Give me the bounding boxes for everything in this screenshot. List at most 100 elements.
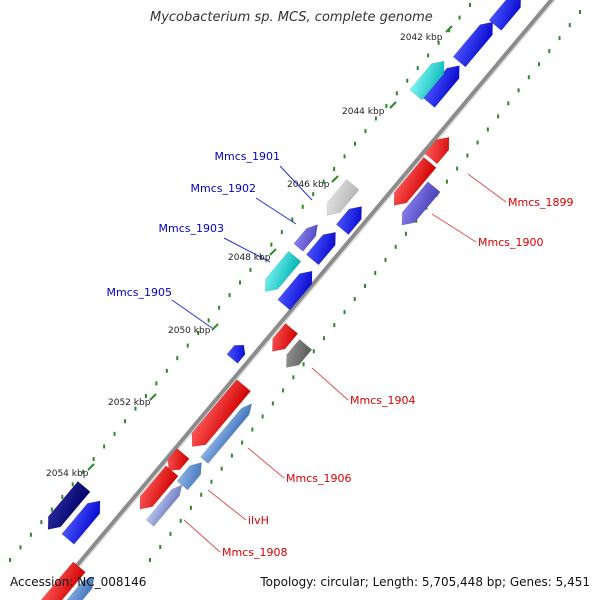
tick-mark-outer (189, 505, 192, 510)
tick-mark-inner (176, 356, 179, 361)
scale-label: 2048 kbp (228, 253, 271, 263)
gene-label: Mmcs_1906 (286, 472, 351, 485)
gene-arrow (326, 179, 360, 216)
gene-arrow (145, 484, 183, 527)
tick-mark-outer (466, 153, 469, 158)
tick-mark-outer (456, 166, 459, 171)
tick-mark-outer (200, 492, 203, 497)
tick-mark-inner (134, 406, 137, 411)
tick-mark-outer (415, 218, 418, 223)
gene-arrow (305, 231, 336, 266)
tick-mark-outer (230, 453, 233, 458)
tick-mark-outer (517, 88, 520, 93)
tick-mark-outer (507, 101, 510, 106)
tick-mark-inner (427, 53, 430, 58)
label-leader-line (311, 367, 349, 401)
gene-arrow (56, 576, 95, 600)
tick-mark-inner (354, 141, 356, 146)
tick-mark-inner (218, 305, 221, 310)
scale-tick (87, 463, 95, 471)
gene-arrow (61, 500, 101, 545)
backbone-line (46, 0, 554, 600)
tick-mark-inner (301, 204, 304, 209)
label-leader-line (247, 447, 285, 479)
tick-mark-outer (179, 518, 182, 523)
gene-arrow (452, 21, 493, 68)
tick-mark-outer (261, 414, 264, 419)
backbone-highlight (51, 0, 556, 600)
label-leader-line (467, 173, 507, 203)
scale-label: 2052 kbp (108, 398, 151, 408)
scale-tick (269, 248, 277, 256)
gene-label: Mmcs_1908 (222, 546, 287, 559)
tick-mark-outer (241, 440, 244, 445)
tick-mark-outer (302, 362, 305, 367)
gene-arrow (226, 344, 246, 364)
tick-mark-inner (197, 330, 200, 335)
gene-arrow (200, 403, 253, 464)
tick-mark-inner (92, 457, 95, 462)
tick-mark-outer (169, 531, 172, 536)
tick-mark-inner (291, 217, 294, 222)
tick-mark-inner (416, 66, 419, 71)
tick-mark-inner (9, 558, 11, 562)
tick-mark-outer (486, 127, 489, 132)
gene-arrow (401, 181, 441, 226)
tick-mark-outer (579, 10, 581, 14)
tick-mark-inner (155, 381, 158, 386)
gene-label: Mmcs_1905 (107, 286, 172, 299)
gene-arrow (409, 60, 445, 101)
tick-mark-inner (343, 154, 346, 159)
gene-label: Mmcs_1903 (159, 222, 224, 235)
tick-mark-inner (19, 545, 22, 550)
tick-mark-outer (394, 244, 397, 249)
gene-label: Mmcs_1901 (215, 150, 280, 163)
tick-marks (9, 3, 581, 562)
tick-mark-inner (113, 431, 116, 436)
tick-mark-inner (239, 280, 241, 285)
tick-mark-outer (364, 284, 366, 288)
tick-mark-inner (385, 103, 388, 108)
scale-label: 2044 kbp (342, 107, 385, 117)
gene-label: ilvH (248, 514, 269, 527)
gene-arrow (191, 379, 251, 447)
tick-mark-inner (270, 242, 273, 247)
gene-arrow (393, 157, 437, 206)
tick-mark-inner (406, 78, 409, 83)
gene-label: Mmcs_1900 (478, 236, 543, 249)
tick-mark-outer (159, 544, 162, 549)
tick-mark-outer (353, 297, 356, 302)
gene-arrow (264, 250, 302, 292)
tick-mark-inner (103, 444, 106, 449)
accession-text: Accession: NC_008146 (10, 575, 147, 589)
tick-mark-outer (343, 310, 346, 315)
tick-mark-inner (124, 419, 126, 424)
scale-tick (389, 101, 397, 109)
tick-mark-inner (82, 469, 85, 474)
tick-mark-inner (249, 267, 252, 272)
scale-tick (211, 323, 219, 331)
tick-mark-inner (458, 15, 461, 20)
gene-label: Mmcs_1902 (191, 182, 256, 195)
tick-mark-outer (497, 114, 500, 119)
scale-label: 2046 kbp (287, 180, 330, 190)
tick-mark-outer (292, 375, 295, 380)
tick-mark-outer (333, 323, 336, 328)
tick-mark-inner (374, 116, 377, 121)
label-leader-line (183, 519, 221, 553)
tick-mark-outer (527, 75, 530, 80)
gene-arrow (277, 270, 313, 311)
gene-arrow (47, 481, 91, 530)
tick-mark-outer (558, 36, 561, 41)
tick-mark-inner (437, 40, 440, 45)
tick-mark-outer (384, 257, 387, 262)
tick-mark-outer (251, 427, 254, 432)
tick-mark-inner (165, 368, 168, 373)
gene-label: Mmcs_1899 (508, 196, 573, 209)
scale-label: 2054 kbp (46, 469, 89, 479)
genome-summary-text: Topology: circular; Length: 5,705,448 bp… (260, 575, 590, 589)
tick-mark-outer (548, 49, 551, 54)
tick-mark-inner (333, 166, 336, 171)
